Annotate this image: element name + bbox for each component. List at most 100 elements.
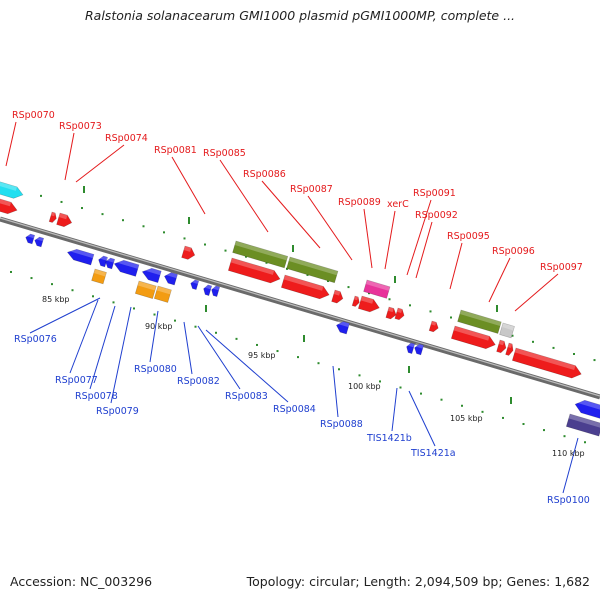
gene-label-RSp0077[interactable]: RSp0077 <box>55 375 98 386</box>
gene-RSp0079[interactable] <box>113 258 140 277</box>
gene-label-RSp0070[interactable]: RSp0070 <box>12 110 55 121</box>
scale-tick <box>215 331 217 334</box>
accession-text: Accession: NC_003296 <box>10 574 153 589</box>
scale-tick <box>420 392 422 395</box>
gene-RSp0088[interactable] <box>335 320 350 335</box>
gene-label-RSp0082[interactable]: RSp0082 <box>177 376 220 387</box>
gene-label-RSp0080[interactable]: RSp0080 <box>134 364 177 375</box>
gene-RSp0087[interactable] <box>331 289 345 304</box>
gene-RSp0086[interactable] <box>280 274 331 301</box>
gene-label-xerC[interactable]: xerC <box>387 199 409 210</box>
gene-RSp0096-r[interactable] <box>505 342 515 356</box>
scale-tick <box>30 277 33 280</box>
gene-label-RSp0087[interactable]: RSp0087 <box>290 184 333 195</box>
gene-TIS1421b[interactable] <box>405 342 416 354</box>
backbone-axis <box>0 216 600 400</box>
gene-RSp0089[interactable] <box>357 295 381 314</box>
scale-tick <box>552 346 555 349</box>
scale-tick <box>276 350 279 353</box>
gene-label-RSp0083[interactable]: RSp0083 <box>225 391 268 402</box>
gene-RSp0080[interactable] <box>141 266 162 283</box>
gene-RSp0085-olive[interactable] <box>232 240 289 269</box>
gene-RSp0082[interactable] <box>189 279 200 290</box>
gene-RSp0077[interactable] <box>97 255 109 268</box>
gene-RSp0070[interactable] <box>0 195 19 216</box>
gene-label-RSp0097[interactable]: RSp0097 <box>540 262 583 273</box>
gene-RSp0088-r[interactable] <box>351 295 361 307</box>
gene-label-RSp0096[interactable]: RSp0096 <box>492 246 535 257</box>
gene-label-RSp0095[interactable]: RSp0095 <box>447 231 490 242</box>
scale-tick <box>71 289 74 292</box>
gene-RSp0095[interactable] <box>450 325 497 351</box>
gene-RSp0089-magenta[interactable] <box>363 279 391 299</box>
scale-labels: 85 kbp 90 kbp 95 kbp 100 kbp 105 kbp 110… <box>42 295 585 458</box>
gene-RSp0085[interactable] <box>227 257 282 285</box>
gene-RSp0092[interactable] <box>428 320 440 333</box>
gene-TIS1421a[interactable] <box>413 343 425 356</box>
gene-label-TIS1421a[interactable]: TIS1421a <box>410 448 456 459</box>
gene-RSp0083[interactable] <box>202 284 213 296</box>
gene-label-RSp0085[interactable]: RSp0085 <box>203 148 246 159</box>
gene-RSp0080-orange[interactable] <box>153 285 172 303</box>
gene-label-RSp0086[interactable]: RSp0086 <box>243 169 286 180</box>
gene-label-RSp0084[interactable]: RSp0084 <box>273 404 316 415</box>
scale-tick <box>429 310 432 313</box>
gene-RSp0097[interactable] <box>511 347 583 380</box>
gene-RSp0086-olive[interactable] <box>286 256 339 284</box>
gene-label-RSp0079[interactable]: RSp0079 <box>96 406 139 417</box>
scale-tick <box>440 398 443 401</box>
gene-label-RSp0092[interactable]: RSp0092 <box>415 210 458 221</box>
scale-tick <box>338 368 340 371</box>
leader-line <box>514 273 559 312</box>
leader-line <box>205 329 289 403</box>
gene-RSp0084[interactable] <box>210 285 221 297</box>
gene-RSp0074[interactable] <box>56 212 74 228</box>
gene-RSp0081[interactable] <box>181 245 197 261</box>
gene-label-RSp0091[interactable]: RSp0091 <box>413 188 456 199</box>
major-tick <box>83 186 85 193</box>
gene-RSp0100[interactable] <box>565 413 600 437</box>
scale-tick <box>502 416 504 419</box>
scale-tick <box>183 237 186 240</box>
scale-tick <box>122 219 124 222</box>
scale-tick <box>101 213 104 216</box>
gene-RSp0096-olive[interactable] <box>457 309 502 334</box>
gene-RSp0076-b[interactable] <box>24 233 36 245</box>
gene-RSp0100-blue[interactable] <box>573 398 600 420</box>
gene-RSp0073[interactable] <box>48 211 58 223</box>
gene-label-RSp0089[interactable]: RSp0089 <box>338 197 381 208</box>
gene-label-RSp0074[interactable]: RSp0074 <box>105 133 148 144</box>
gene-RSp0079-orange[interactable] <box>134 280 157 299</box>
scale-tick <box>60 200 63 203</box>
scale-tick <box>358 374 361 377</box>
gene-RSp0096-gray[interactable] <box>499 322 515 339</box>
scale-tick <box>532 340 534 343</box>
gene-xerC[interactable] <box>385 306 398 320</box>
tick-rows <box>10 186 596 444</box>
gene-label-RSp0076[interactable]: RSp0076 <box>14 334 57 345</box>
gene-label-RSp0073[interactable]: RSp0073 <box>59 121 102 132</box>
gene-RSp0070-cyan[interactable] <box>0 179 25 201</box>
gene-RSp0077-orange[interactable] <box>91 268 107 285</box>
gene-label-TIS1421b[interactable]: TIS1421b <box>366 433 412 444</box>
scale-tick <box>327 280 329 283</box>
gene-RSp0076[interactable] <box>66 247 95 266</box>
gene-label-RSp0078[interactable]: RSp0078 <box>75 391 118 402</box>
scale-label: 100 kbp <box>348 382 381 391</box>
gene-RSp0095b[interactable] <box>496 339 508 354</box>
scale-tick <box>593 359 596 362</box>
gene-label-RSp0100[interactable]: RSp0100 <box>547 495 590 506</box>
leader-line <box>384 210 396 270</box>
gene-RSp0080b[interactable] <box>163 271 178 286</box>
major-tick <box>205 305 207 312</box>
major-tick <box>188 217 190 224</box>
gene-RSp0078[interactable] <box>104 257 116 270</box>
leader-line <box>391 387 398 432</box>
gene-RSp0076-a[interactable] <box>33 236 45 248</box>
scale-tick <box>450 316 452 319</box>
scale-tick <box>379 380 381 383</box>
gene-label-RSp0088[interactable]: RSp0088 <box>320 419 363 430</box>
gene-label-RSp0081[interactable]: RSp0081 <box>154 145 197 156</box>
gene-RSp0091[interactable] <box>394 307 406 321</box>
